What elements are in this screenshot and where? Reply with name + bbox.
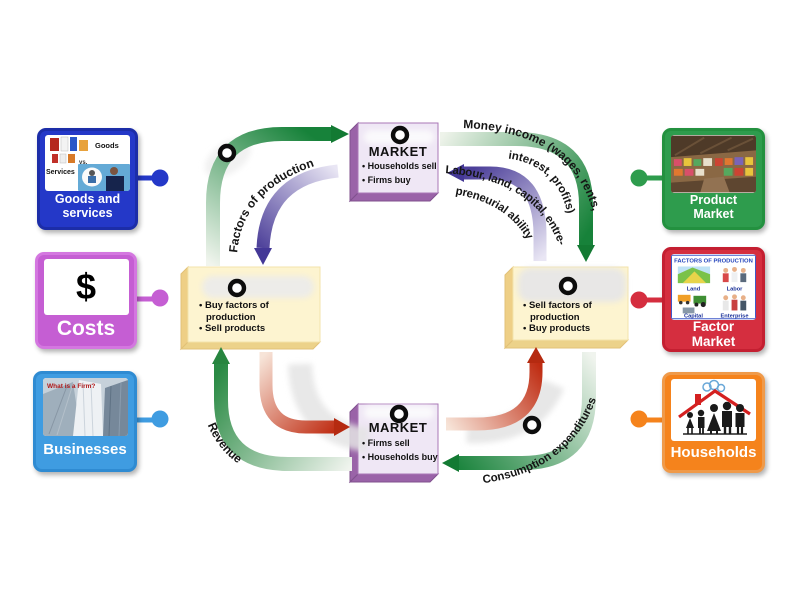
answer-marker-factors-arrow[interactable] — [217, 143, 237, 163]
card-label: Costs — [56, 316, 116, 340]
market-shop-photo — [671, 135, 756, 193]
left-box-line3: • Sell products — [199, 323, 266, 334]
dollar-symbol: $ — [75, 266, 97, 307]
capital-caption: Capital — [684, 313, 703, 319]
label-card-factor-market[interactable]: FACTORS OF PRODUCTION Land Labor Capital — [662, 247, 765, 352]
services-photo — [78, 164, 130, 191]
card-label: Product Market — [689, 193, 738, 221]
goods-and-services-photo: Goods vs. Services — [45, 135, 130, 191]
card-connector-households — [630, 410, 662, 428]
left-box-line1: • Buy factors of — [199, 300, 269, 311]
skyscrapers-illustration — [42, 378, 128, 436]
bottom-market-line2: • Households buy — [362, 451, 438, 462]
card-label: Households — [670, 444, 757, 462]
card-connector-factor — [630, 291, 662, 309]
card-connector-product — [630, 169, 662, 187]
bottom-market-line1: • Firms sell — [362, 438, 410, 448]
right-box-line2: production — [530, 311, 580, 323]
left-box-line2: production — [206, 311, 256, 323]
card-connector-costs — [137, 289, 169, 307]
answer-marker-top-market[interactable] — [390, 125, 410, 145]
arrow-labour-land-capital-purple — [447, 164, 547, 261]
label-card-goods-and-services[interactable]: Goods vs. Services Goods and services — [37, 128, 138, 230]
capital-illustration — [677, 294, 707, 314]
dollar-sign-image: $ — [43, 259, 129, 315]
land-caption: Land — [687, 286, 701, 292]
factors-of-production-image: FACTORS OF PRODUCTION Land Labor Capital — [671, 254, 756, 320]
labor-illustration — [722, 266, 747, 283]
labor-caption: Labor — [727, 286, 744, 292]
firm-buildings-photo: What is a Firm? — [42, 378, 128, 436]
card-label: Businesses — [43, 441, 127, 459]
top-market-line1: • Households sell — [362, 161, 437, 171]
arrow-goods-red-right — [446, 347, 545, 431]
top-market-lines: • Households sell • Firms buy — [362, 160, 437, 187]
factors-title: FACTORS OF PRODUCTION — [674, 259, 753, 265]
vs-caption: vs. — [79, 160, 88, 166]
answer-marker-right-box[interactable] — [558, 276, 578, 296]
label-card-households[interactable]: Households — [662, 372, 765, 473]
bottom-market-title: MARKET — [368, 420, 428, 435]
firm-photo-caption: What is a Firm? — [47, 383, 95, 390]
label-card-costs[interactable]: $ Costs — [35, 252, 137, 349]
label-card-businesses[interactable]: What is a Firm? Businesses — [33, 371, 137, 472]
bottom-market-lines: • Firms sell • Households buy — [362, 437, 438, 464]
arrow-factors-of-production-purple — [254, 164, 339, 265]
right-box-line1: • Sell factors of — [523, 300, 592, 311]
answer-marker-goods-arrow[interactable] — [522, 415, 542, 435]
enterprise-caption: Enterprise — [721, 313, 749, 319]
family-under-roof-illustration — [678, 379, 751, 435]
services-caption: Services — [46, 169, 75, 176]
arrow-costs-red-left — [259, 352, 350, 436]
top-market-title: MARKET — [368, 144, 428, 159]
right-box-line3: • Buy products — [523, 323, 591, 334]
arrow-revenue-green — [212, 347, 352, 471]
card-connector-goods — [138, 169, 169, 187]
goods-caption: Goods — [95, 141, 119, 150]
enterprise-illustration — [722, 294, 747, 311]
goods-items-illustration — [50, 136, 88, 164]
answer-marker-bottom-market[interactable] — [389, 404, 409, 424]
card-label: Goods and services — [54, 192, 121, 220]
answer-marker-left-box[interactable] — [227, 278, 247, 298]
card-label: Factor Market — [691, 319, 736, 349]
family-house-image — [671, 379, 756, 441]
label-card-product-market[interactable]: Product Market — [662, 128, 765, 230]
arrow-consumption-expenditures-green — [442, 352, 596, 472]
top-market-line2: • Firms buy — [362, 174, 411, 185]
card-connector-businesses — [137, 410, 169, 428]
arrow-money-income-green — [440, 132, 595, 262]
market-interior-illustration — [671, 135, 756, 193]
land-illustration — [677, 266, 711, 284]
